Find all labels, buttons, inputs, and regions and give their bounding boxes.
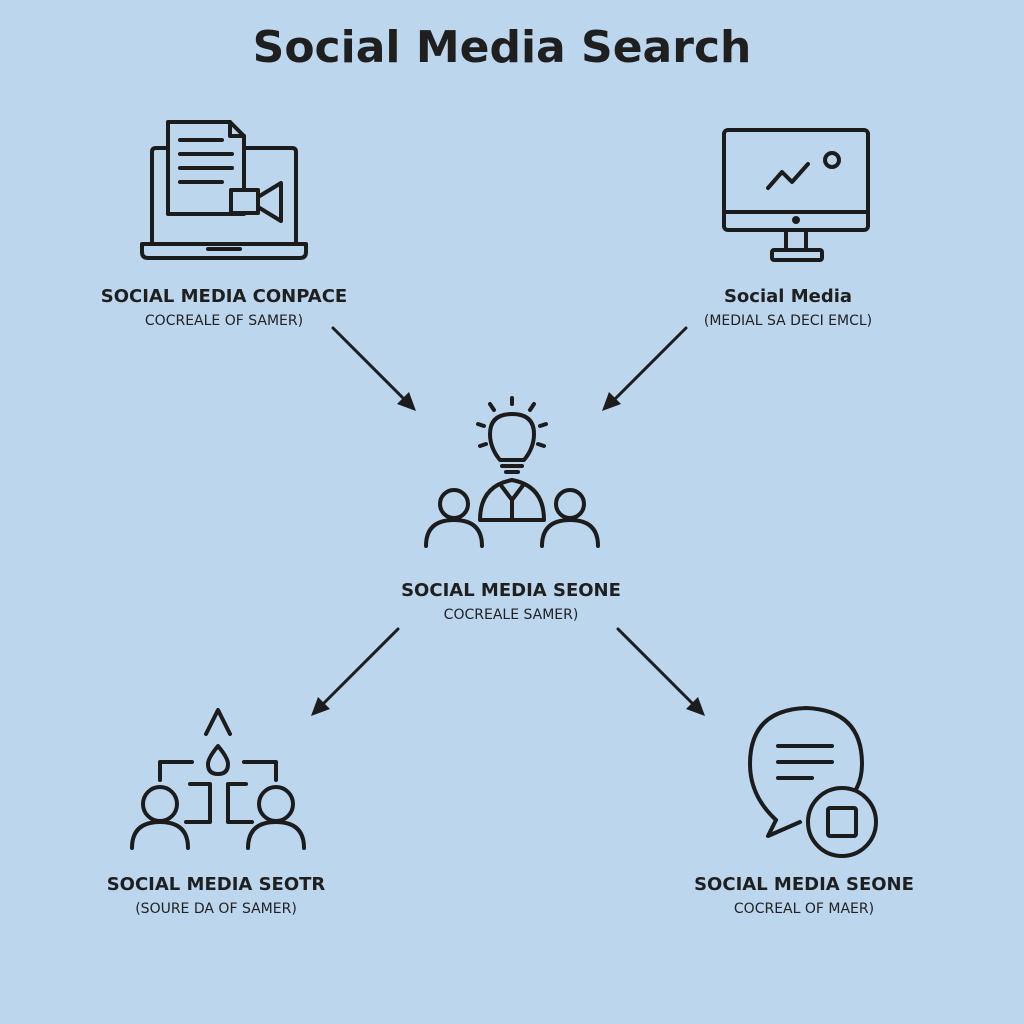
node-subtitle: (SOURE DA OF SAMER): [135, 901, 297, 917]
node-subtitle: COCREAL OF MAER): [733, 901, 875, 917]
monitor-chart-icon: [722, 128, 870, 262]
node-subtitle: (MEDIAL SA DECI EMCL): [703, 313, 873, 329]
network-people-icon: [130, 708, 306, 850]
node-title: SOCIAL MEDIA CONPACE: [100, 286, 348, 307]
node-title: SOCIAL MEDIA SEOTR: [106, 874, 326, 895]
arrowhead-icon: [686, 697, 705, 716]
arrowhead-icon: [311, 697, 330, 716]
edges: [311, 326, 705, 716]
node-title: SOCIAL MEDIA SEONE: [694, 874, 914, 895]
edge-center-to-bottom-left: [318, 627, 400, 709]
arrowhead-icon: [602, 392, 621, 411]
edge-top-left-to-center: [331, 326, 410, 405]
node-title: Social Media: [723, 286, 853, 307]
arrowhead-icon: [397, 392, 416, 411]
node-label-top-left: SOCIAL MEDIA CONPACE COCREALE OF SAMER): [64, 286, 384, 330]
team-idea-icon: [424, 396, 600, 548]
edge-top-right-to-center: [609, 326, 688, 405]
page-title: Social Media Search: [252, 22, 752, 73]
node-label-top-right: Social Media (MEDIAL SA DECI EMCL): [628, 286, 948, 330]
node-subtitle: COCREALE OF SAMER): [144, 313, 304, 329]
node-label-bottom-left: SOCIAL MEDIA SEOTR (SOURE DA OF SAMER): [56, 874, 376, 918]
node-label-center: SOCIAL MEDIA SEONE COCREALE SAMER): [351, 580, 671, 624]
laptop-document-video-icon: [140, 120, 308, 260]
node-label-bottom-right: SOCIAL MEDIA SEONE COCREAL OF MAER): [644, 874, 964, 918]
node-subtitle: COCREALE SAMER): [443, 607, 579, 623]
chat-bubble-icon: [748, 706, 878, 858]
node-title: SOCIAL MEDIA SEONE: [401, 580, 621, 601]
edge-center-to-bottom-right: [616, 627, 698, 709]
